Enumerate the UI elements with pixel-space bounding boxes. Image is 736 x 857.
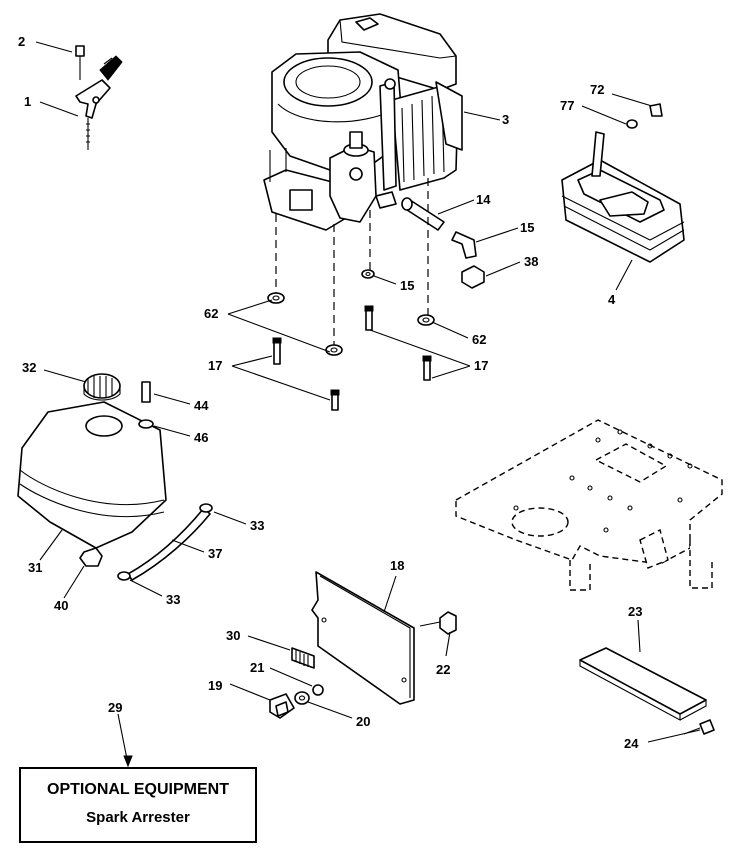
belt-guard bbox=[579, 647, 715, 735]
bolts-17 bbox=[272, 305, 432, 411]
label-38: 38 bbox=[524, 254, 538, 269]
label-17b: 17 bbox=[474, 358, 488, 373]
leader-62a bbox=[227, 299, 331, 353]
label-17a: 17 bbox=[208, 358, 222, 373]
leader-4 bbox=[615, 259, 633, 291]
label-4: 4 bbox=[608, 292, 616, 307]
leader-2 bbox=[35, 41, 73, 53]
leader-29 bbox=[117, 713, 133, 768]
leader-32 bbox=[43, 369, 87, 383]
leader-22 bbox=[445, 631, 451, 657]
leader-33a bbox=[213, 511, 247, 525]
label-21: 21 bbox=[250, 660, 264, 675]
label-15a: 15 bbox=[520, 220, 534, 235]
throttle-control bbox=[75, 45, 123, 150]
leader-40 bbox=[63, 565, 85, 599]
leader-17b bbox=[369, 329, 471, 379]
engine bbox=[263, 13, 463, 231]
leader-33b bbox=[129, 579, 163, 597]
label-46: 46 bbox=[194, 430, 208, 445]
label-3: 3 bbox=[502, 112, 509, 127]
label-22: 22 bbox=[436, 662, 450, 677]
leader-17a bbox=[231, 355, 331, 401]
label-37: 37 bbox=[208, 546, 222, 561]
optional-equipment-box: OPTIONAL EQUIPMENT Spark Arrester bbox=[19, 767, 257, 843]
leader-20 bbox=[307, 701, 353, 719]
leader-46 bbox=[153, 425, 191, 437]
label-30: 30 bbox=[226, 628, 240, 643]
fuel-fitting bbox=[401, 197, 485, 289]
label-24: 24 bbox=[624, 736, 639, 751]
leader-31 bbox=[39, 529, 63, 561]
leader-21 bbox=[269, 667, 313, 687]
leader-18 bbox=[383, 575, 397, 613]
frame-plate bbox=[455, 419, 723, 591]
leader-1 bbox=[39, 101, 79, 117]
leader-38 bbox=[485, 261, 521, 277]
label-33a: 33 bbox=[250, 518, 264, 533]
label-15b: 15 bbox=[400, 278, 414, 293]
leader-15b bbox=[373, 275, 397, 285]
heat-shield bbox=[311, 571, 415, 705]
muffler bbox=[561, 103, 685, 263]
label-72: 72 bbox=[590, 82, 604, 97]
leader-44 bbox=[153, 393, 191, 405]
label-2: 2 bbox=[18, 34, 25, 49]
leader-3 bbox=[463, 111, 501, 121]
fuel-line bbox=[117, 503, 213, 581]
label-62b: 62 bbox=[472, 332, 486, 347]
label-40: 40 bbox=[54, 598, 68, 613]
label-31: 31 bbox=[28, 560, 42, 575]
fuel-tank bbox=[17, 373, 167, 567]
leader-72 bbox=[611, 93, 653, 107]
leader-62b bbox=[431, 321, 469, 339]
optional-equipment-item: Spark Arrester bbox=[86, 809, 190, 826]
leader-23 bbox=[637, 619, 641, 653]
leader-30 bbox=[247, 635, 291, 651]
leader-24 bbox=[647, 729, 701, 743]
leader-37 bbox=[171, 539, 205, 553]
label-62a: 62 bbox=[204, 306, 218, 321]
shield-hardware bbox=[269, 611, 457, 719]
label-29: 29 bbox=[108, 700, 122, 715]
label-33b: 33 bbox=[166, 592, 180, 607]
label-44: 44 bbox=[194, 398, 209, 413]
label-19: 19 bbox=[208, 678, 222, 693]
leader-77 bbox=[581, 105, 627, 125]
leader-14 bbox=[437, 199, 475, 215]
label-1: 1 bbox=[24, 94, 31, 109]
leader-15a bbox=[475, 227, 519, 243]
label-14: 14 bbox=[476, 192, 491, 207]
mounting-lines bbox=[275, 178, 429, 346]
label-77: 77 bbox=[560, 98, 574, 113]
label-32: 32 bbox=[22, 360, 36, 375]
optional-equipment-title: OPTIONAL EQUIPMENT bbox=[47, 781, 229, 798]
label-20: 20 bbox=[356, 714, 370, 729]
leader-19 bbox=[229, 683, 271, 701]
label-23: 23 bbox=[628, 604, 642, 619]
label-18: 18 bbox=[390, 558, 404, 573]
